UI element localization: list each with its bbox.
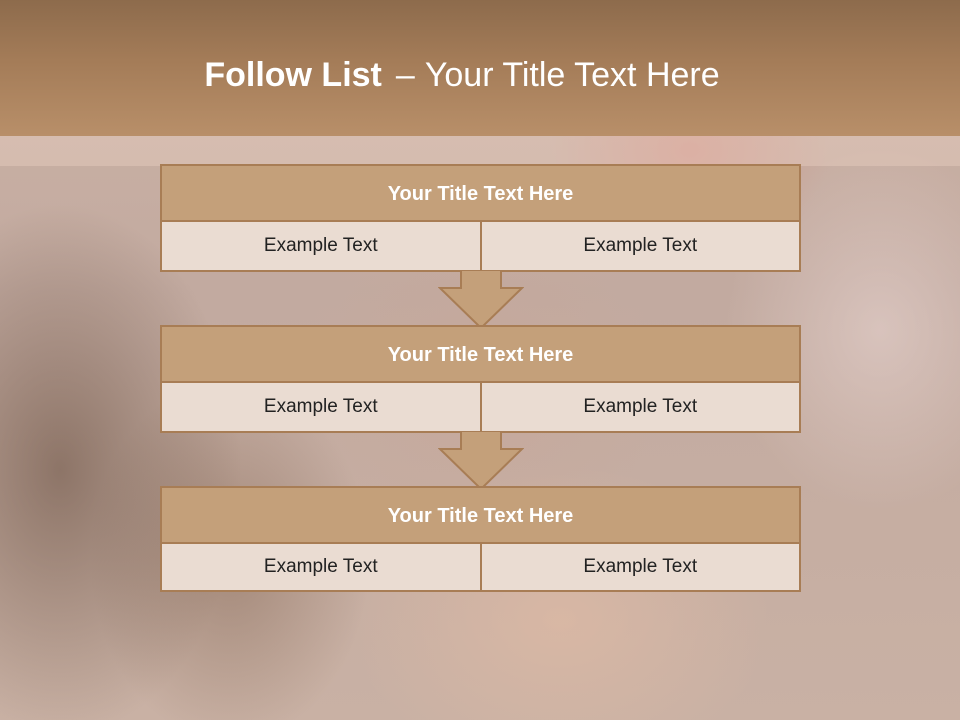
down-arrow-icon — [438, 431, 524, 491]
box-cells: Example Text Example Text — [162, 222, 799, 270]
header-bar: Follow List–Your Title Text Here — [0, 0, 960, 136]
box-cells: Example Text Example Text — [162, 383, 799, 431]
title-bold-part: Follow List — [204, 56, 382, 94]
list-box-3: Your Title Text Here Example Text Exampl… — [160, 486, 801, 592]
box-cell-right: Example Text — [479, 544, 799, 590]
background-photo-band — [0, 136, 960, 166]
list-box-1: Your Title Text Here Example Text Exampl… — [160, 164, 801, 272]
box-title: Your Title Text Here — [162, 166, 799, 222]
box-cell-left: Example Text — [162, 222, 480, 270]
title-rest-part: Your Title Text Here — [424, 56, 720, 94]
slide-title: Follow List–Your Title Text Here — [0, 52, 942, 98]
down-arrow-icon — [438, 270, 524, 330]
title-separator: – — [395, 56, 415, 94]
box-cell-right: Example Text — [479, 383, 799, 431]
box-title: Your Title Text Here — [162, 327, 799, 383]
box-cells: Example Text Example Text — [162, 544, 799, 590]
box-cell-left: Example Text — [162, 544, 480, 590]
box-title: Your Title Text Here — [162, 488, 799, 544]
box-cell-left: Example Text — [162, 383, 480, 431]
box-cell-right: Example Text — [479, 222, 799, 270]
list-box-2: Your Title Text Here Example Text Exampl… — [160, 325, 801, 433]
